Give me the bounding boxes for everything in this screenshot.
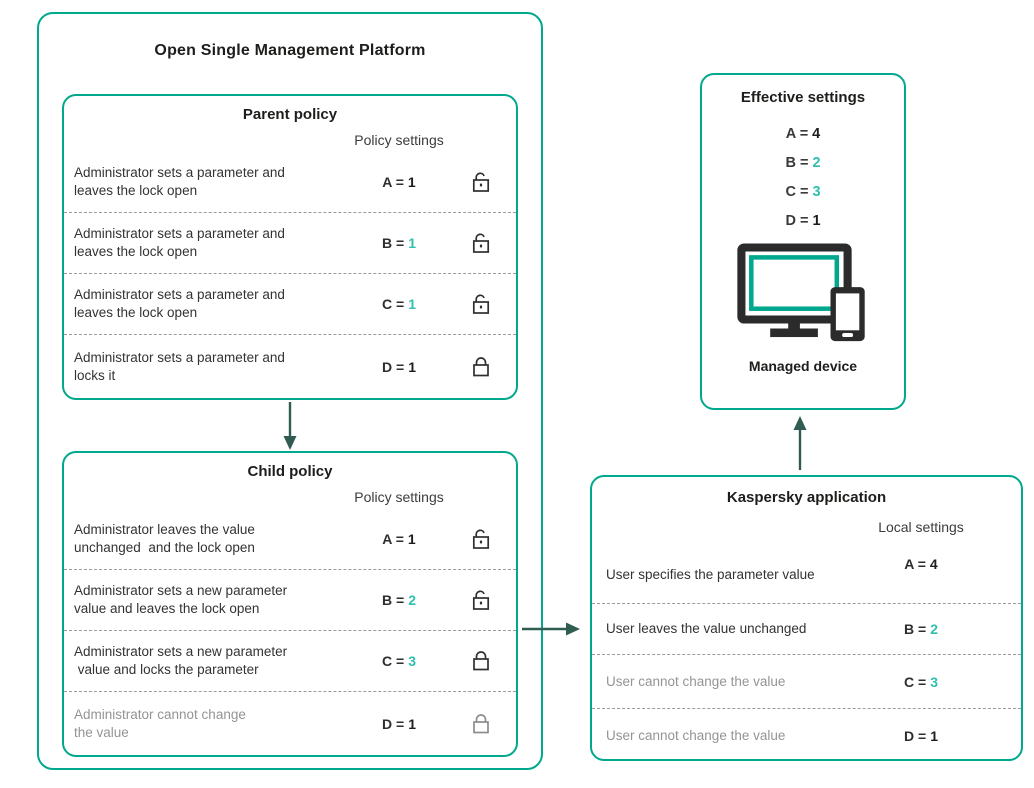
lock-open-icon xyxy=(469,230,493,256)
arrow-application-to-device xyxy=(793,416,807,470)
policy-row: Administrator sets a new parameter value… xyxy=(64,570,516,631)
row-description: Administrator sets a parameter and locks… xyxy=(74,350,285,383)
row-setting-value: A =1 xyxy=(382,531,416,547)
osmp-box: Open Single Management Platform Parent p… xyxy=(37,12,543,770)
effective-value: C =3 xyxy=(785,184,821,200)
row-setting-value: B =2 xyxy=(382,592,416,608)
lock-open-icon xyxy=(469,587,493,613)
row-description: User specifies the parameter value xyxy=(606,567,815,582)
lock-open-icon xyxy=(469,169,493,195)
parent-policy-title: Parent policy xyxy=(242,106,338,123)
policy-row: Administrator sets a parameter and leave… xyxy=(64,274,516,335)
parent-policy-rows: Administrator sets a parameter and leave… xyxy=(64,152,516,399)
effective-value: A =4 xyxy=(785,126,821,142)
lock-closed-icon xyxy=(469,648,493,674)
effective-values: A =4 B =2 C =3 D =1 xyxy=(702,120,904,236)
settings-row: User leaves the value unchanged B =2 xyxy=(592,604,1021,655)
settings-row: User cannot change the value D =1 xyxy=(592,709,1021,763)
effective-value: D =1 xyxy=(785,213,821,229)
row-setting-value: C =1 xyxy=(382,296,416,312)
row-description: Administrator sets a parameter and leave… xyxy=(74,165,285,198)
row-description: Administrator leaves the value unchanged… xyxy=(74,522,255,555)
row-description: Administrator sets a new parameter value… xyxy=(74,644,288,677)
row-setting-value: B =1 xyxy=(382,235,416,251)
local-settings-rows: User specifies the parameter value A =4 … xyxy=(592,547,1021,763)
row-setting-value: D =1 xyxy=(904,728,938,744)
kaspersky-application-title: Kaspersky application xyxy=(726,489,887,506)
lock-open-icon xyxy=(469,526,493,552)
effective-settings-box: Effective settings A =4 B =2 C =3 D =1 M… xyxy=(700,73,906,410)
row-setting-value: A =1 xyxy=(382,174,416,190)
row-setting-value: C =3 xyxy=(904,673,938,690)
managed-device-icon xyxy=(702,242,904,348)
kaspersky-application-box: Kaspersky application Local settings Use… xyxy=(590,475,1023,761)
local-settings-header: Local settings xyxy=(878,519,964,535)
row-description: Administrator sets a parameter and leave… xyxy=(74,287,285,320)
row-setting-value: C =3 xyxy=(382,653,416,669)
child-policy-rows: Administrator leaves the value unchanged… xyxy=(64,509,516,756)
policy-row: Administrator sets a parameter and locks… xyxy=(64,335,516,399)
osmp-title: Open Single Management Platform xyxy=(154,42,426,59)
policy-row: Administrator sets a parameter and leave… xyxy=(64,213,516,274)
child-policy-box: Child policy Policy settings Administrat… xyxy=(62,451,518,757)
lock-closed-icon xyxy=(469,354,493,380)
settings-row: User cannot change the value C =3 xyxy=(592,655,1021,709)
policy-row: Administrator leaves the value unchanged… xyxy=(64,509,516,570)
row-description: Administrator sets a parameter and leave… xyxy=(74,226,285,259)
row-setting-value: D =1 xyxy=(382,359,416,375)
policy-row: Administrator cannot change the value D … xyxy=(64,692,516,756)
child-policy-title: Child policy xyxy=(247,463,333,480)
row-description: Administrator sets a new parameter value… xyxy=(74,583,288,616)
row-description: Administrator cannot change the value xyxy=(74,707,246,740)
child-policy-settings-header: Policy settings xyxy=(354,489,444,505)
row-setting-value: D =1 xyxy=(382,716,416,732)
row-description: User cannot change the value xyxy=(606,673,786,689)
effective-settings-title: Effective settings xyxy=(740,89,866,106)
policy-row: Administrator sets a parameter and leave… xyxy=(64,152,516,213)
settings-row: User specifies the parameter value A =4 xyxy=(592,547,1021,604)
lock-closed-icon xyxy=(469,711,493,737)
lock-open-icon xyxy=(469,291,493,317)
row-description: User leaves the value unchanged xyxy=(606,621,807,636)
parent-policy-settings-header: Policy settings xyxy=(354,132,444,148)
row-setting-value: A =4 xyxy=(904,556,938,572)
policy-row: Administrator sets a new parameter value… xyxy=(64,631,516,692)
managed-device-label: Managed device xyxy=(748,358,858,374)
effective-value: B =2 xyxy=(785,155,821,171)
row-setting-value: B =2 xyxy=(904,621,938,637)
parent-policy-box: Parent policy Policy settings Administra… xyxy=(62,94,518,400)
row-description: User cannot change the value xyxy=(606,728,786,743)
